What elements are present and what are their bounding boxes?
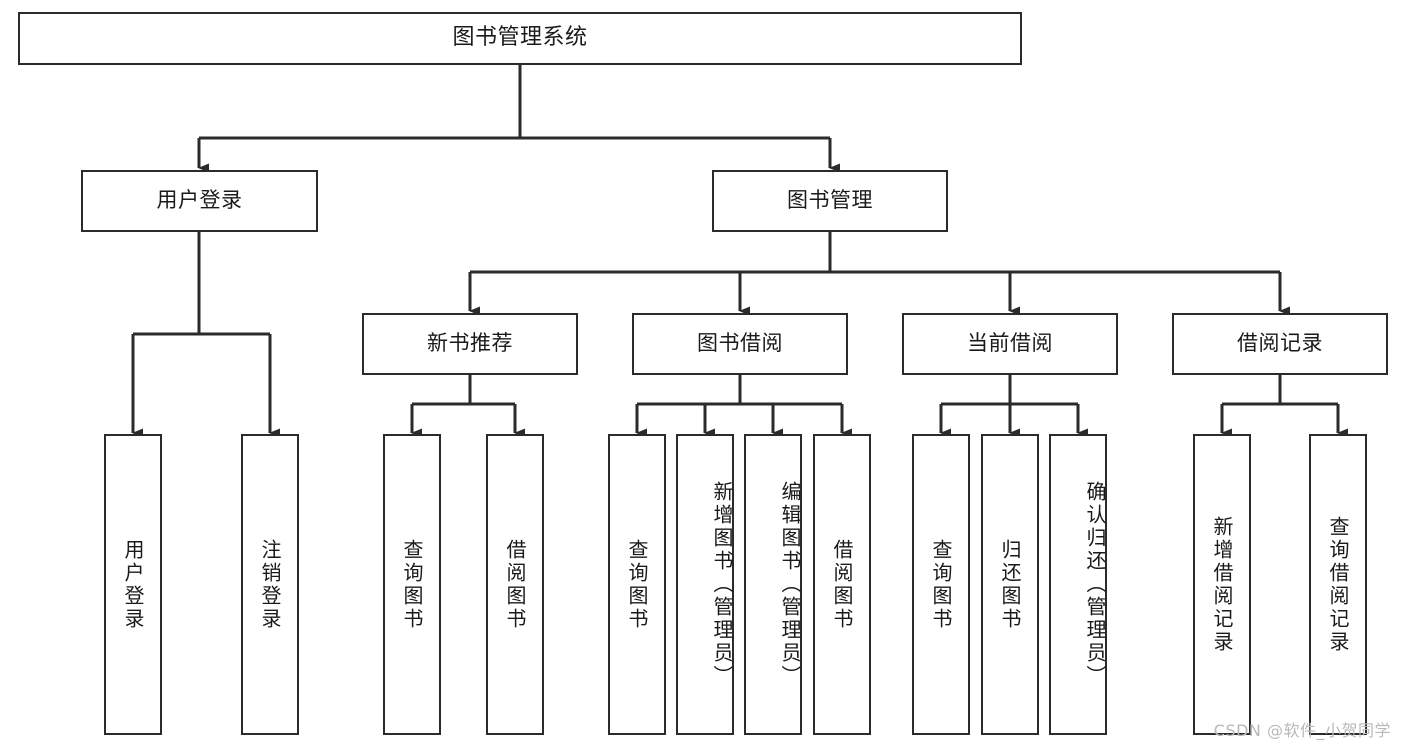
node-leaf-borrow-book-2[interactable]: 借阅图书 — [813, 434, 871, 735]
node-label: 新书推荐 — [427, 331, 513, 356]
node-label: 图书管理系统 — [452, 25, 588, 51]
node-label: 查询图书 — [625, 538, 649, 631]
node-label: 借阅图书 — [830, 538, 854, 631]
node-leaf-user-login[interactable]: 用户登录 — [104, 434, 162, 735]
node-label: 归还图书 — [998, 538, 1022, 631]
node-leaf-add-record[interactable]: 新增借阅记录 — [1193, 434, 1251, 735]
node-book-manage[interactable]: 图书管理 — [712, 170, 948, 232]
node-label: 借阅记录 — [1237, 331, 1323, 356]
csdn-watermark: CSDN @软件_小贺同学 — [1213, 721, 1391, 740]
node-leaf-edit-book[interactable]: 编辑图书（管理员） — [744, 434, 802, 735]
node-label: 图书管理 — [787, 188, 873, 213]
node-leaf-query-book-2[interactable]: 查询图书 — [608, 434, 666, 735]
node-label: 用户登录 — [156, 188, 243, 213]
node-leaf-confirm-return[interactable]: 确认归还（管理员） — [1049, 434, 1107, 735]
node-root-system[interactable]: 图书管理系统 — [18, 12, 1022, 65]
node-label: 查询借阅记录 — [1326, 515, 1350, 654]
node-leaf-query-book-3[interactable]: 查询图书 — [912, 434, 970, 735]
node-leaf-return-book[interactable]: 归还图书 — [981, 434, 1039, 735]
node-leaf-add-book[interactable]: 新增图书（管理员） — [676, 434, 734, 735]
node-label: 注销登录 — [258, 538, 282, 631]
node-borrow-record[interactable]: 借阅记录 — [1172, 313, 1388, 375]
node-label: 借阅图书 — [503, 538, 527, 631]
node-new-book-recommend[interactable]: 新书推荐 — [362, 313, 578, 375]
node-leaf-query-book-1[interactable]: 查询图书 — [383, 434, 441, 735]
node-label: 图书借阅 — [697, 331, 783, 356]
node-leaf-query-record[interactable]: 查询借阅记录 — [1309, 434, 1367, 735]
node-label: 查询图书 — [929, 538, 953, 631]
node-current-borrow[interactable]: 当前借阅 — [902, 313, 1118, 375]
node-user-login[interactable]: 用户登录 — [81, 170, 318, 232]
node-label: 当前借阅 — [967, 331, 1053, 356]
node-book-borrow[interactable]: 图书借阅 — [632, 313, 848, 375]
node-label: 新增图书（管理员） — [710, 481, 734, 688]
node-label: 新增借阅记录 — [1210, 515, 1234, 654]
node-leaf-logout-login[interactable]: 注销登录 — [241, 434, 299, 735]
node-label: 查询图书 — [400, 538, 424, 631]
node-label: 用户登录 — [121, 538, 145, 631]
node-leaf-borrow-book-1[interactable]: 借阅图书 — [486, 434, 544, 735]
node-label: 编辑图书（管理员） — [778, 481, 802, 688]
node-label: 确认归还（管理员） — [1083, 481, 1107, 688]
